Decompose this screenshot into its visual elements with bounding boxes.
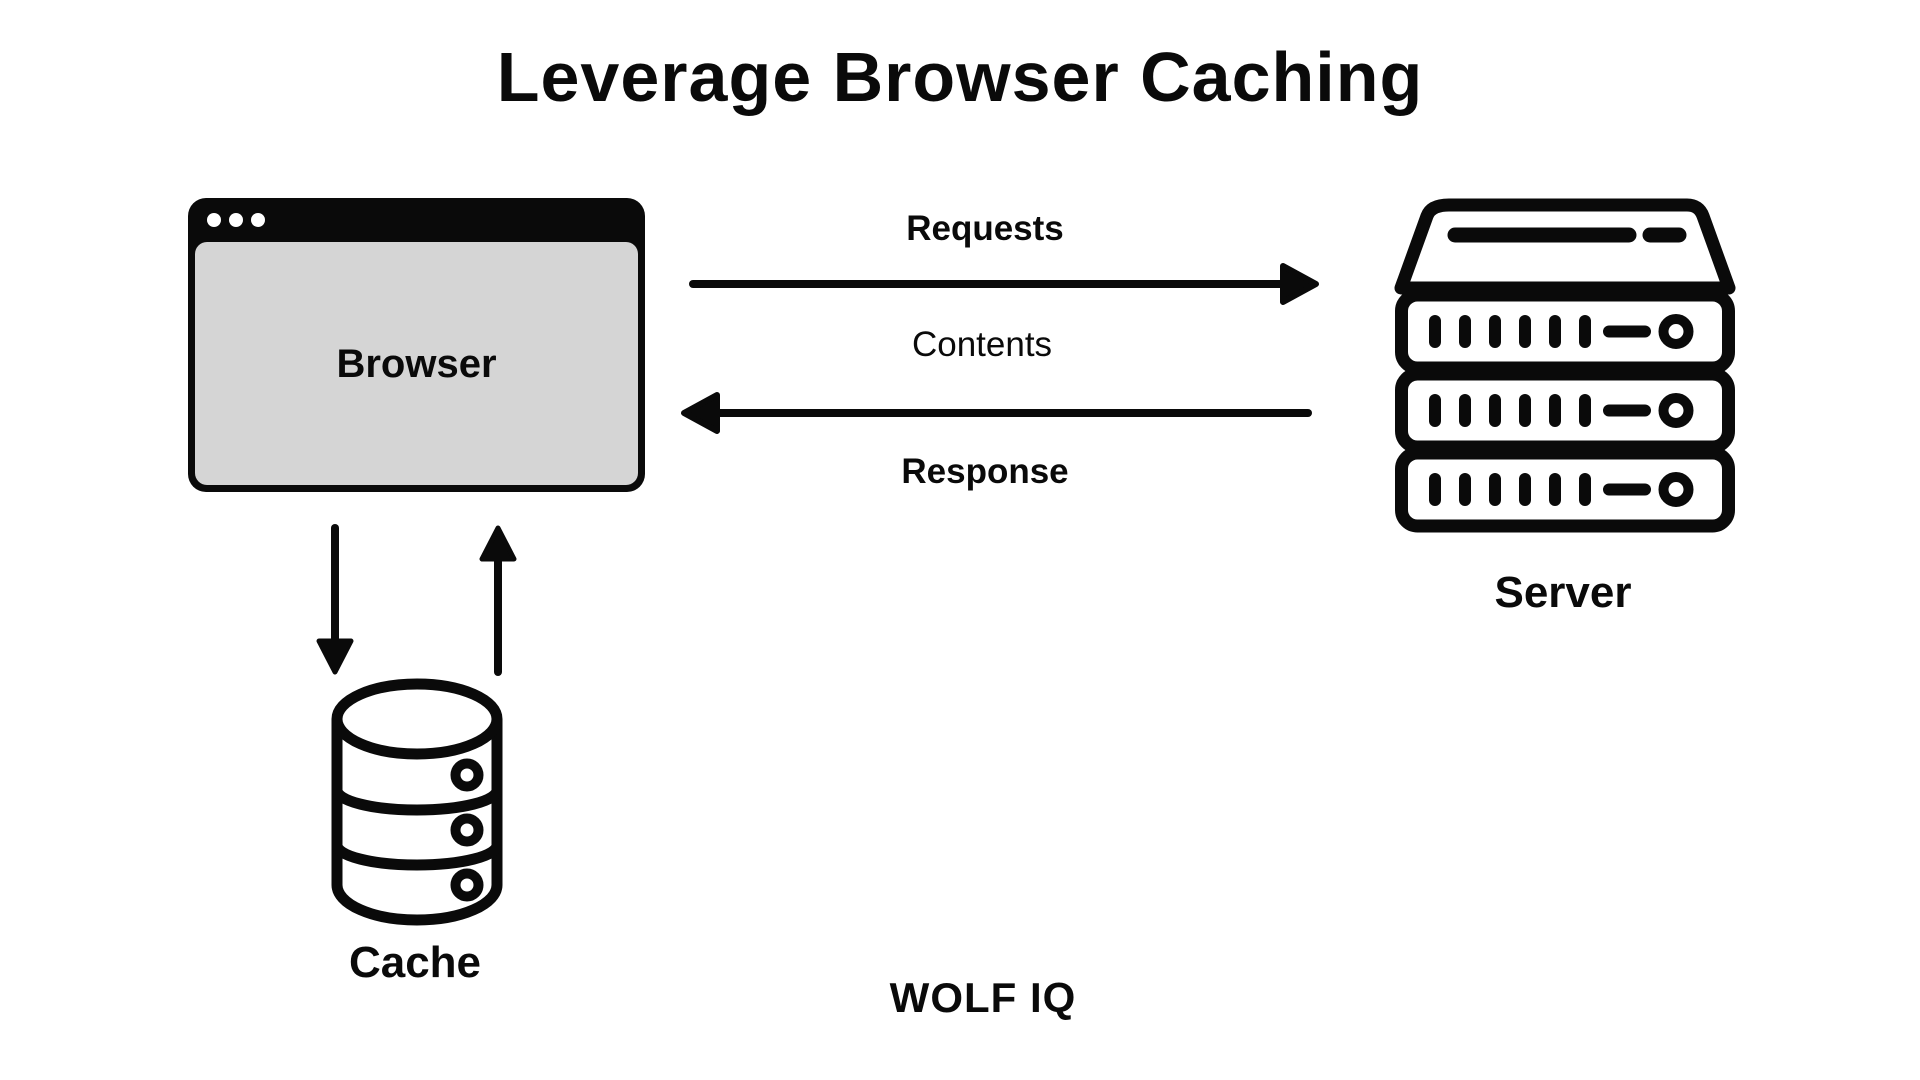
- requests-label: Requests: [906, 209, 1064, 248]
- server-drive-light: [1658, 472, 1694, 507]
- cache-to-browser-arrow: [479, 525, 517, 676]
- cache-tier-light: [450, 813, 484, 847]
- diagram-title: Leverage Browser Caching: [496, 38, 1424, 116]
- cache-label: Cache: [348, 938, 482, 987]
- server-rack-unit: [1395, 288, 1735, 375]
- server-rack-icon: [1394, 198, 1736, 533]
- server-drive-light: [1658, 393, 1694, 428]
- response-arrow: [681, 392, 1312, 434]
- browser-label: Browser: [336, 341, 497, 386]
- window-dot-icon: [207, 213, 221, 227]
- brand-logo: WOLF IQ: [889, 974, 1077, 1021]
- cache-tier-divider: [331, 789, 503, 816]
- requests-arrow: [689, 263, 1319, 305]
- cache-cylinder-top: [331, 678, 503, 760]
- server-top-chassis: [1394, 198, 1736, 295]
- server-rack-unit: [1395, 446, 1735, 533]
- contents-label: Contents: [911, 325, 1053, 364]
- cache-tier-light: [450, 758, 484, 792]
- browser-window-icon: Browser: [188, 198, 645, 492]
- server-rack-unit: [1395, 367, 1735, 454]
- browser-content-area: Browser: [195, 242, 638, 485]
- browser-titlebar: [188, 198, 645, 242]
- window-dot-icon: [229, 213, 243, 227]
- cache-tier-divider: [331, 844, 503, 871]
- database-cylinder-icon: [331, 678, 503, 926]
- browser-to-cache-arrow: [316, 524, 354, 675]
- window-dot-icon: [251, 213, 265, 227]
- cache-tier-light: [450, 868, 484, 902]
- server-drive-light: [1658, 314, 1694, 349]
- response-label: Response: [901, 452, 1069, 491]
- server-label: Server: [1494, 568, 1632, 617]
